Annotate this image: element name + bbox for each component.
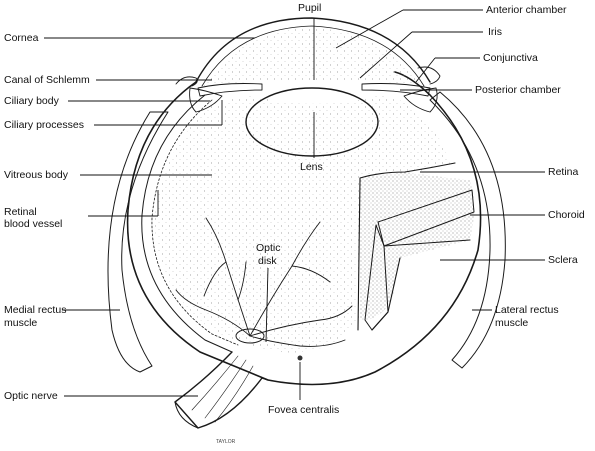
optic-nerve-fibers: [191, 355, 254, 423]
label-iris: Iris: [488, 26, 502, 38]
conjunctiva-left: [175, 76, 198, 87]
fovea-centralis-spot: [297, 355, 303, 361]
label-conjunctiva: Conjunctiva: [483, 52, 538, 64]
optic-nerve-cut: [174, 401, 199, 429]
iris-right: [361, 83, 431, 97]
label-ciliary-processes: Ciliary processes: [4, 119, 84, 131]
optic-disk-shape: [235, 328, 265, 344]
label-retinal-blood-vessel-line2: blood vessel: [4, 218, 62, 230]
choroid-layer-left: [141, 94, 233, 353]
label-vitreous-body: Vitreous body: [4, 169, 69, 181]
cornea-inner: [201, 25, 425, 87]
choroid-band: [377, 189, 475, 247]
lens-shape: [245, 87, 379, 157]
sclera-cut-edge: [371, 239, 471, 331]
artist-signature: TAYLOR: [216, 439, 236, 445]
label-optic-disk-line2: disk: [258, 255, 277, 267]
label-cornea: Cornea: [4, 32, 39, 44]
label-medial-rectus-line2: muscle: [4, 317, 37, 329]
sclera-outline: [126, 71, 482, 386]
label-lens: Lens: [300, 161, 323, 173]
cornea-shape: [195, 17, 431, 83]
label-choroid: Choroid: [548, 209, 585, 221]
label-canal-of-schlemm: Canal of Schlemm: [4, 74, 90, 86]
label-optic-disk-line1: Optic: [256, 242, 281, 254]
retinal-blood-vessels: [175, 217, 353, 347]
label-lateral-rectus-line2: muscle: [495, 317, 528, 329]
label-lateral-rectus-line1: Lateral rectus: [495, 304, 559, 316]
retina-layer-left: [151, 99, 239, 346]
label-anterior-chamber: Anterior chamber: [486, 4, 567, 16]
label-retina: Retina: [548, 166, 579, 178]
ciliary-body-right: [403, 87, 438, 113]
label-optic-nerve: Optic nerve: [4, 390, 58, 402]
label-medial-rectus-line1: Medial rectus: [4, 304, 66, 316]
sclera-cutaway: [360, 172, 474, 321]
ciliary-body-left: [189, 87, 223, 113]
label-fovea-centralis: Fovea centralis: [268, 404, 339, 416]
label-pupil: Pupil: [298, 2, 321, 14]
leader-lines: [44, 9, 545, 400]
optic-nerve-shape: [174, 351, 269, 429]
conjunctiva-right: [417, 66, 441, 85]
label-retinal-blood-vessel-line1: Retinal: [4, 206, 37, 218]
label-posterior-chamber: Posterior chamber: [475, 84, 561, 96]
eye-drawing: TAYLOR: [107, 17, 506, 445]
lateral-rectus-muscle-shape: [429, 91, 506, 369]
vitreous-body-shape: [154, 95, 450, 353]
retina-edge: [357, 162, 456, 331]
labels: Pupil Anterior chamber Iris Conjunctiva …: [4, 2, 585, 416]
label-sclera: Sclera: [548, 254, 578, 266]
label-ciliary-body: Ciliary body: [4, 95, 60, 107]
